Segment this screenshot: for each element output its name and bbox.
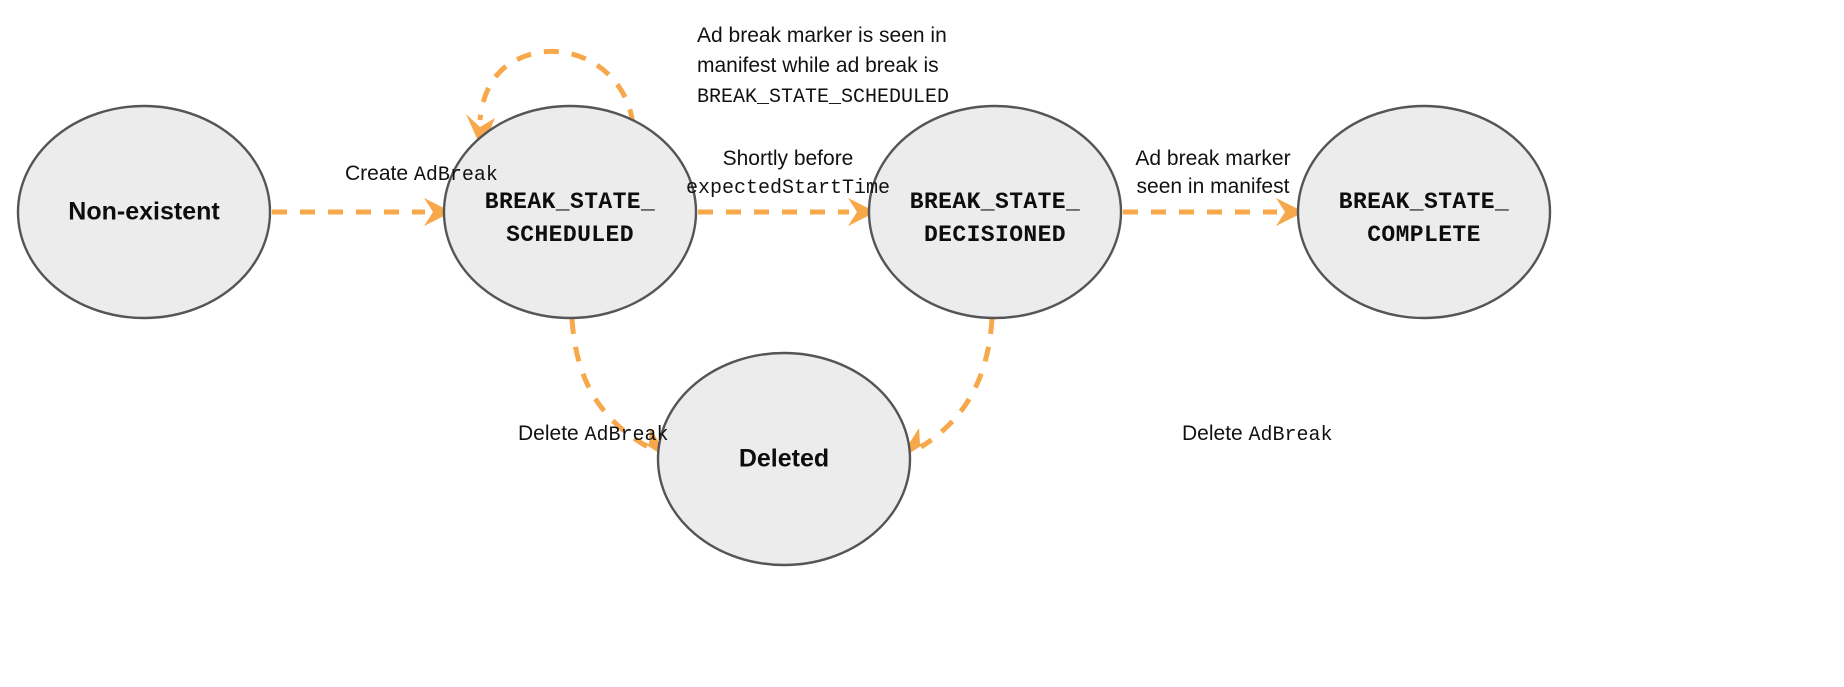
node-label-break-state-complete-line1: BREAK_STATE_	[1339, 189, 1509, 215]
edge-line-decisioned-to-deleted	[919, 318, 995, 450]
node-shape-break-state-scheduled	[442, 104, 698, 320]
edge-decisioned-to-deleted	[898, 318, 995, 461]
node-non-existent[interactable]: Non-existent	[16, 104, 272, 320]
arrowhead-create-adbreak	[424, 198, 452, 226]
node-break-state-scheduled[interactable]: BREAK_STATE_ SCHEDULED	[442, 104, 698, 320]
node-break-state-complete[interactable]: BREAK_STATE_ COMPLETE	[1296, 104, 1552, 320]
edge-label-decisioned-to-deleted: Delete AdBreak	[1182, 422, 1333, 447]
arrowhead-scheduled-to-decisioned	[848, 198, 876, 226]
node-label-break-state-scheduled-line1: BREAK_STATE_	[485, 189, 655, 215]
edge-scheduled-to-decisioned	[698, 198, 876, 226]
edge-line-scheduled-self-loop	[477, 49, 636, 125]
node-deleted[interactable]: Deleted	[656, 351, 912, 567]
node-shape-deleted	[656, 351, 912, 567]
node-label-break-state-decisioned-line2: DECISIONED	[924, 222, 1066, 248]
node-shape-non-existent	[16, 104, 272, 320]
node-label-break-state-scheduled-line2: SCHEDULED	[506, 222, 634, 248]
edge-scheduled-self-loop	[466, 49, 636, 150]
arrowhead-scheduled-self-loop	[466, 114, 495, 150]
arrowhead-decisioned-to-complete	[1276, 198, 1304, 226]
node-label-break-state-complete-line2: COMPLETE	[1367, 222, 1481, 248]
edge-label-create-adbreak: Create AdBreak	[345, 162, 498, 187]
node-label-break-state-decisioned-line1: BREAK_STATE_	[910, 189, 1080, 215]
node-break-state-decisioned[interactable]: BREAK_STATE_ DECISIONED	[867, 104, 1123, 320]
edge-label-scheduled-to-deleted: Delete AdBreak	[518, 422, 669, 447]
edge-create-adbreak	[272, 198, 452, 226]
node-shape-break-state-decisioned	[867, 104, 1123, 320]
node-label-deleted: Deleted	[739, 445, 829, 473]
node-shape-break-state-complete	[1296, 104, 1552, 320]
node-label-non-existent: Non-existent	[68, 198, 220, 226]
edge-decisioned-to-complete	[1123, 198, 1304, 226]
